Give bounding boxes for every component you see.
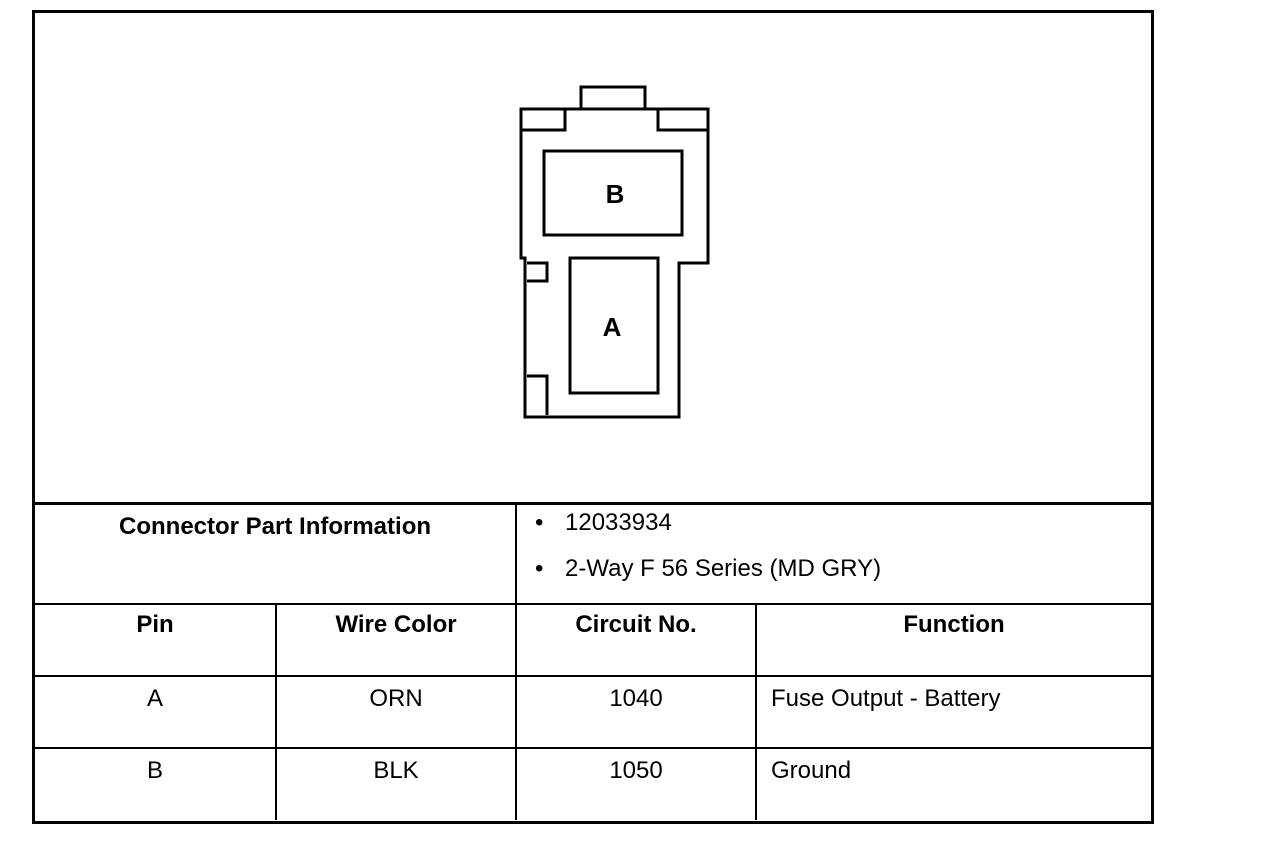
circuit-cell: 1040 [515,674,758,749]
table-row: A ORN 1040 Fuse Output - Battery [35,674,1152,749]
function-cell: Fuse Output - Battery [755,674,1152,749]
header-circuit-no: Circuit No. [515,602,758,677]
connector-end-view-sheet: B A Connector Part Information • 12033934… [32,10,1154,824]
header-pin: Pin [35,602,277,677]
cavity-b [542,149,684,237]
part-info-row: Connector Part Information • 12033934 • 2-… [35,502,1152,605]
bullet: • [535,509,544,536]
connector-description: 2-Way F 56 Series (MD GRY) [565,555,882,582]
connector-drawing: B A [519,85,710,419]
bullet: • [535,555,544,582]
table-header-row: Pin Wire Color Circuit No. Function [35,602,1152,677]
header-wire-color: Wire Color [274,602,518,677]
housing-notch-left [521,109,567,132]
function-cell: Ground [755,746,1152,820]
header-function: Function [755,602,1152,677]
wire-color-cell: BLK [274,746,518,820]
list-item: • 12033934 [535,511,1151,535]
connector-info-table: Connector Part Information • 12033934 • 2-… [35,502,1152,820]
wire-color-cell: ORN [274,674,518,749]
part-info-values: • 12033934 • 2-Way F 56 Series (MD GRY) [515,502,1152,605]
connector-housing [519,107,710,419]
housing-key-lower [527,374,549,415]
cavity-a [568,256,660,395]
part-number: 12033934 [565,509,672,536]
cavity-b-label: B [606,179,625,209]
table-row: B BLK 1050 Ground [35,746,1152,820]
connector-latch-tab [579,85,647,108]
circuit-cell: 1050 [515,746,758,820]
pin-cell: A [35,674,277,749]
part-info-label: Connector Part Information [35,502,518,605]
pin-cell: B [35,746,277,820]
housing-key-upper [527,261,549,283]
connector-diagram: B A [35,13,1151,503]
housing-notch-right [656,109,708,132]
list-item: • 2-Way F 56 Series (MD GRY) [535,557,1151,581]
cavity-a-label: A [603,312,622,342]
